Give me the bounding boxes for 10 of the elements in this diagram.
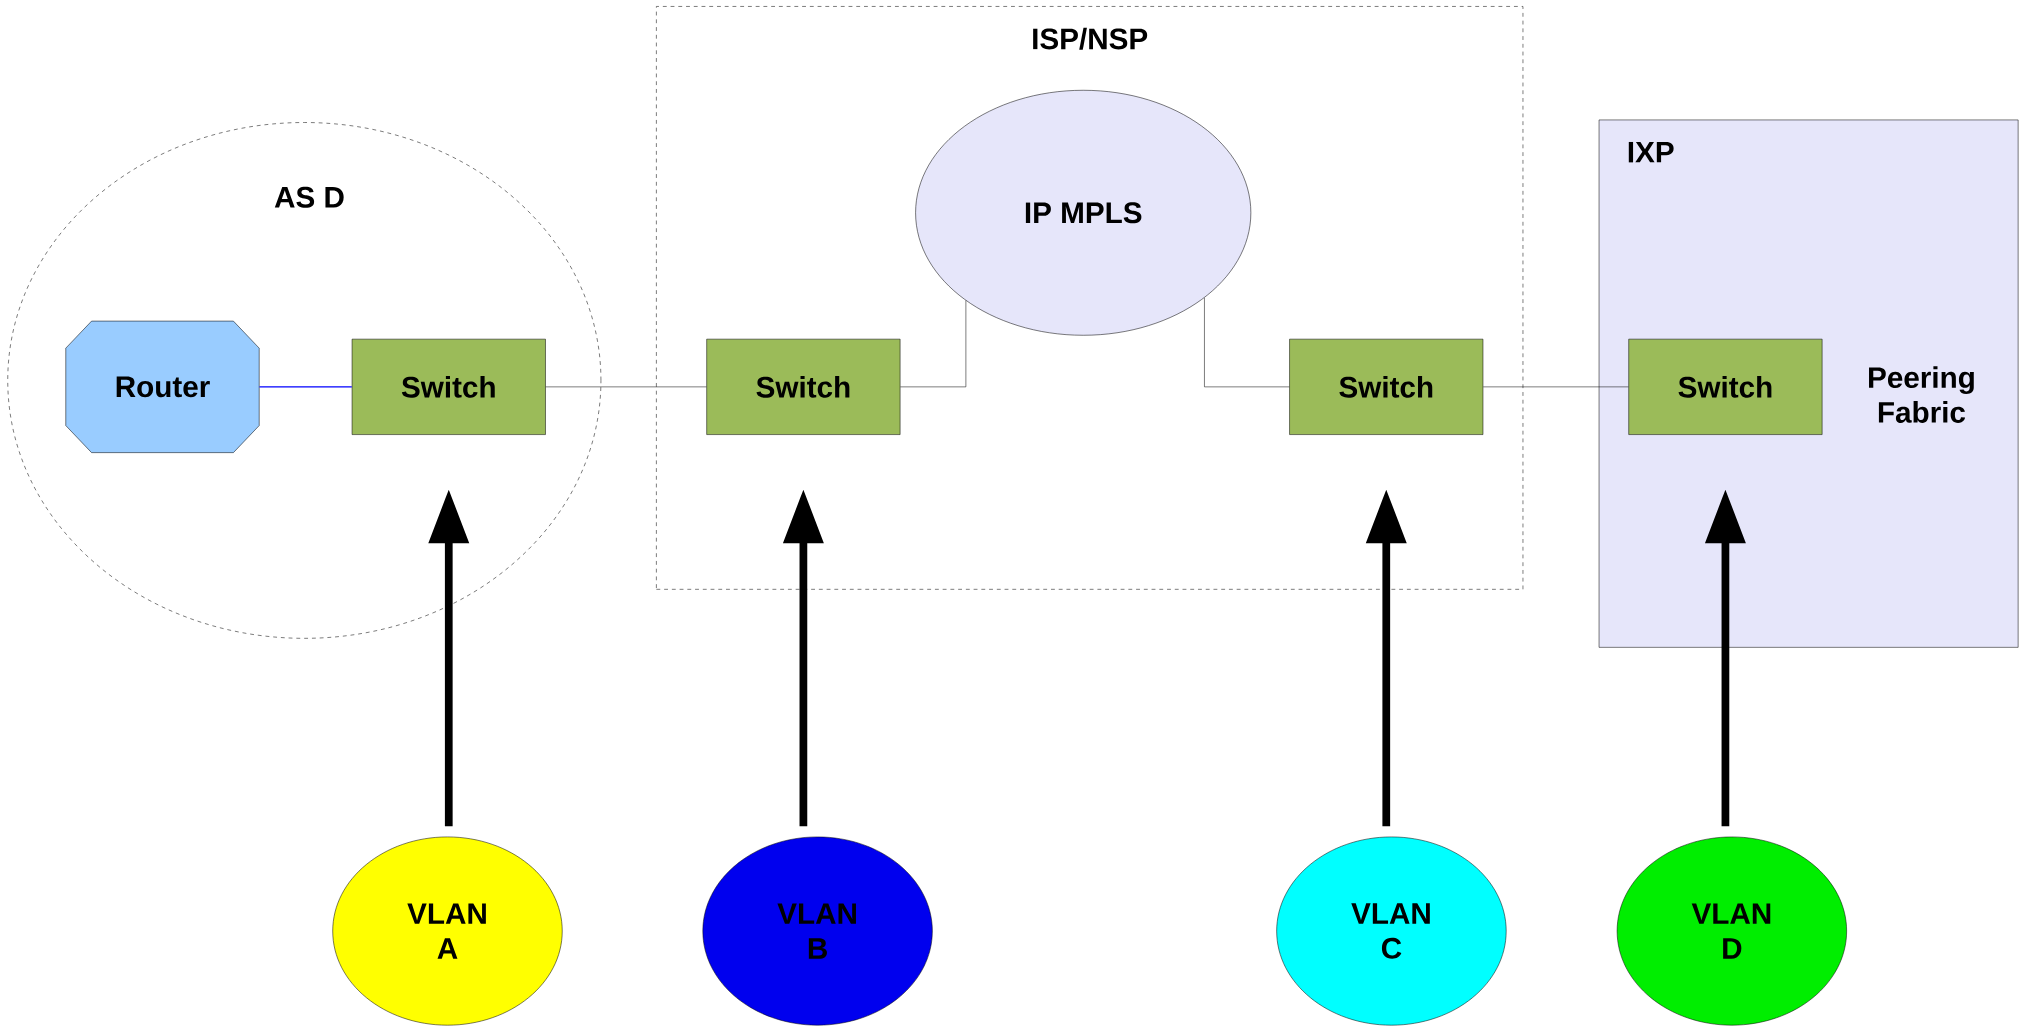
switch-box: Switch: [706, 338, 901, 435]
connector-line: [900, 300, 967, 388]
connector-line: [545, 386, 707, 388]
router-octagon: Router: [65, 320, 260, 453]
switch-box: Switch: [1628, 338, 1823, 435]
connector-line: [1204, 297, 1290, 388]
connector-line: [1483, 386, 1629, 388]
switch-box: Switch: [1289, 338, 1484, 435]
switch-box: Switch: [351, 338, 546, 435]
connector-line: [258, 386, 353, 388]
